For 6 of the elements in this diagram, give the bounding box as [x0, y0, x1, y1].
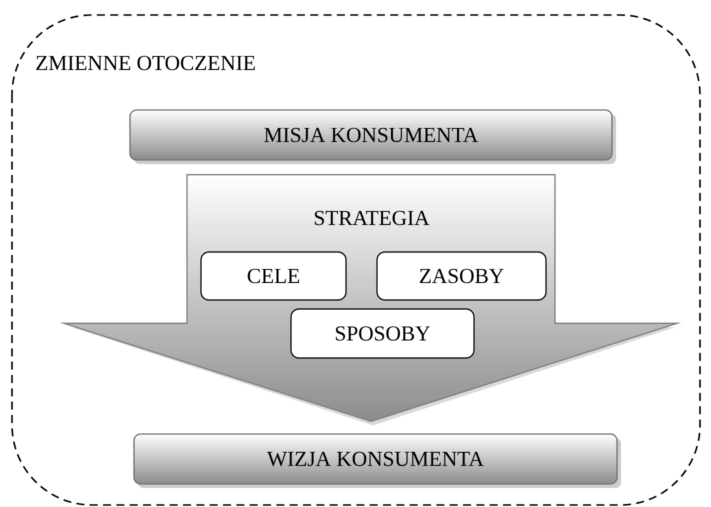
rounded-box: SPOSOBY — [290, 308, 475, 359]
gradient-bar: MISJA KONSUMENTA — [129, 109, 616, 164]
rounded-box: ZASOBY — [376, 251, 547, 301]
heading: STRATEGIA — [314, 210, 430, 226]
rounded-box: CELE — [200, 251, 347, 301]
gradient-bar: WIZJA KONSUMENTA — [133, 433, 621, 488]
